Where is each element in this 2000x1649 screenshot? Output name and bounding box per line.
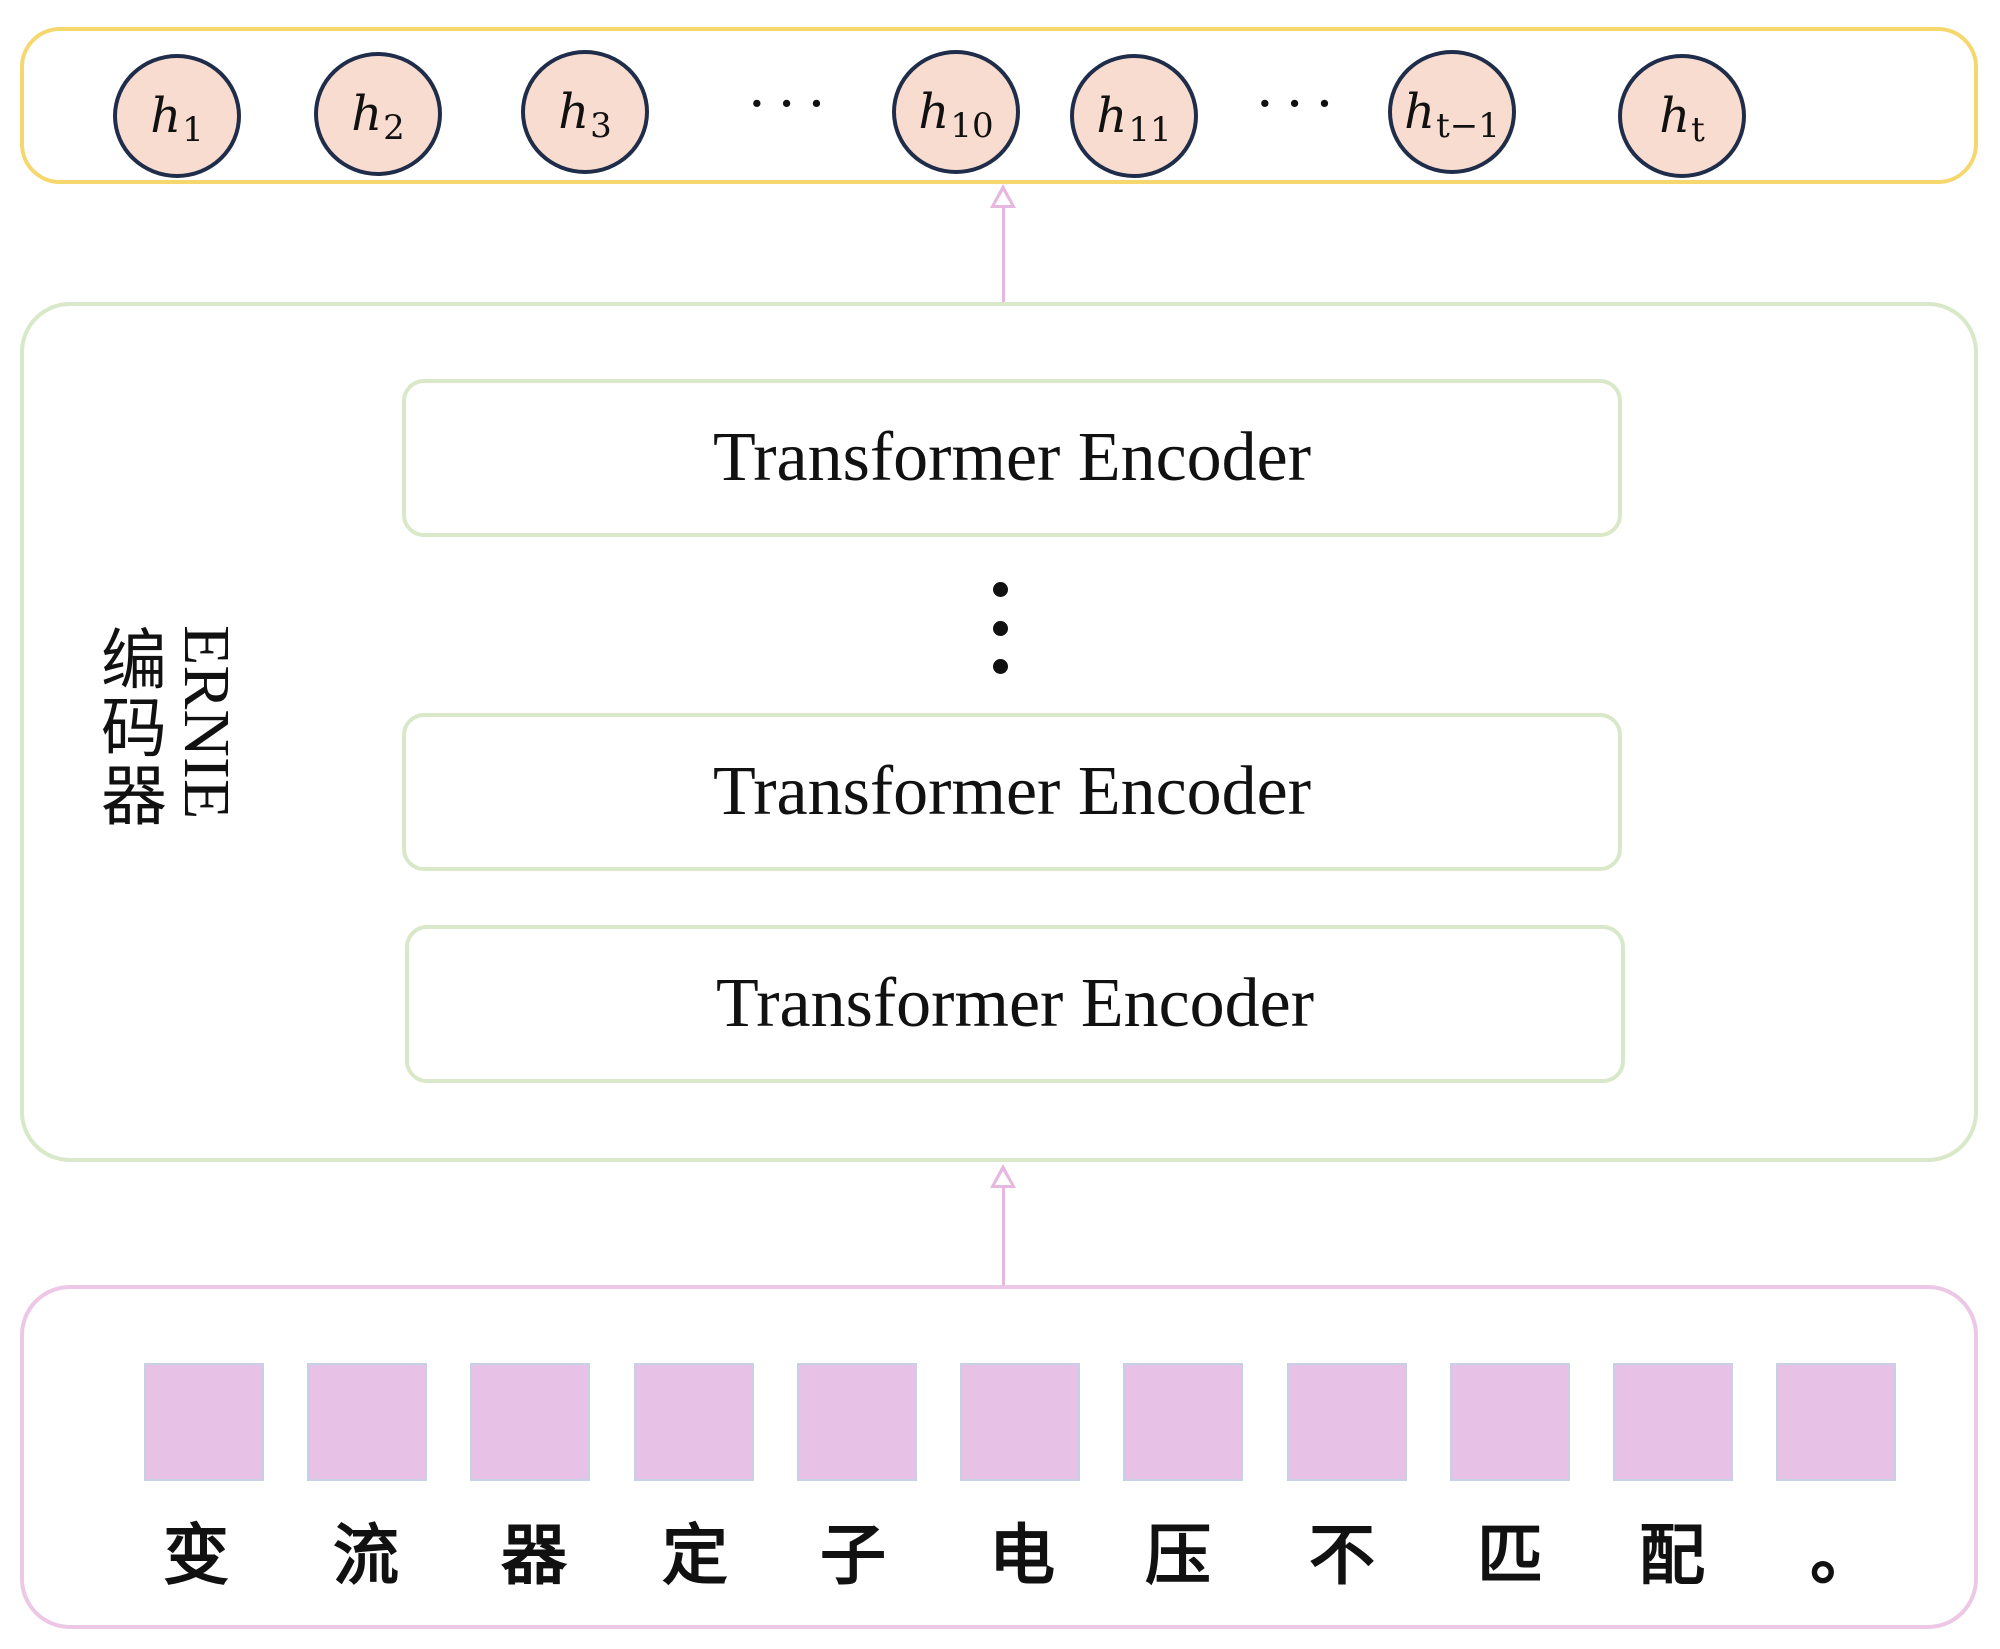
token-embedding-box <box>1287 1363 1407 1481</box>
token-char: 配 <box>1639 1517 1705 1594</box>
node-base: h <box>351 86 383 142</box>
token-embedding-box <box>307 1363 427 1481</box>
arrow-encoder-to-output <box>1002 205 1005 302</box>
output-ellipsis-1: ··· <box>748 72 838 137</box>
output-ellipsis-2: ··· <box>1256 72 1346 137</box>
encoder-panel <box>20 302 1978 1162</box>
node-subscript: t−1 <box>1436 106 1500 146</box>
node-subscript: 2 <box>383 108 405 148</box>
node-base: h <box>558 84 590 140</box>
vertical-ellipsis-dot <box>993 659 1008 674</box>
node-base: h <box>918 84 950 140</box>
token-char: 流 <box>333 1517 399 1594</box>
encoder-label-cjk: 编码器 <box>90 625 167 829</box>
token-char: 变 <box>163 1517 229 1594</box>
node-subscript: t <box>1691 110 1705 150</box>
transformer-encoder-block-bottom: Transformer Encoder <box>405 925 1625 1083</box>
node-subscript: 1 <box>182 110 204 150</box>
token-char: 压 <box>1145 1517 1211 1594</box>
token-char: 电 <box>989 1517 1055 1594</box>
node-base: h <box>150 88 182 144</box>
encoder-label: ERNIE 编码器 <box>90 625 243 845</box>
token-embedding-box <box>470 1363 590 1481</box>
arrow-head-up <box>990 1164 1016 1188</box>
token-embedding-box <box>1613 1363 1733 1481</box>
transformer-encoder-block-middle: Transformer Encoder <box>402 713 1622 871</box>
token-char: 器 <box>501 1517 567 1594</box>
transformer-encoder-block-top: Transformer Encoder <box>402 379 1622 537</box>
token-embedding-box <box>1450 1363 1570 1481</box>
output-panel <box>20 27 1978 184</box>
token-embedding-box <box>144 1363 264 1481</box>
arrow-head-up <box>990 184 1016 208</box>
vertical-ellipsis-dot <box>993 621 1008 636</box>
token-embedding-box <box>1776 1363 1896 1481</box>
arrow-input-to-encoder <box>1002 1186 1005 1285</box>
token-char: 不 <box>1309 1517 1375 1594</box>
node-subscript: 3 <box>590 106 612 146</box>
token-char: 匹 <box>1477 1517 1543 1594</box>
token-embedding-box <box>1123 1363 1243 1481</box>
encoder-label-latin: ERNIE <box>170 625 243 820</box>
token-char: 子 <box>820 1517 886 1594</box>
input-panel <box>20 1285 1978 1629</box>
token-embedding-box <box>797 1363 917 1481</box>
node-base: h <box>1659 88 1691 144</box>
token-char: 。 <box>1810 1517 1876 1594</box>
node-base: h <box>1404 84 1436 140</box>
node-base: h <box>1096 88 1128 144</box>
token-char: 定 <box>662 1517 728 1594</box>
vertical-ellipsis-dot <box>993 582 1008 597</box>
token-embedding-box <box>634 1363 754 1481</box>
node-subscript: 10 <box>950 106 994 146</box>
node-subscript: 11 <box>1128 110 1172 150</box>
token-embedding-box <box>960 1363 1080 1481</box>
